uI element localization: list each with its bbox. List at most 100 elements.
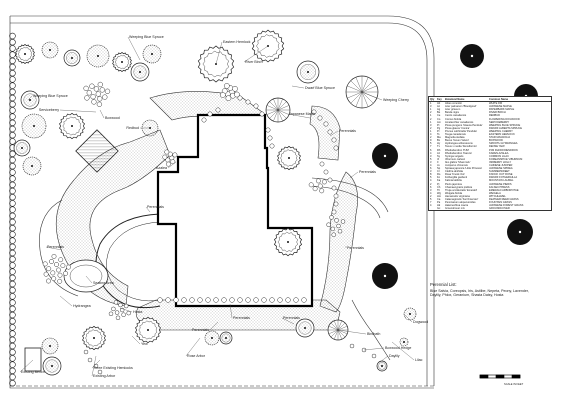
shrub-symbol [331, 137, 337, 143]
tree-branch [361, 85, 377, 93]
shrub-symbol [99, 87, 105, 93]
plan-label-boxwood: Boxwood [105, 116, 120, 120]
shrub-symbol [115, 315, 121, 321]
schedule-cell-qty: 9 [430, 139, 432, 143]
schedule-cell-qty: 4 [430, 191, 432, 195]
shrub-symbol [121, 312, 126, 317]
hedge-shrub [9, 107, 16, 114]
schedule-cell-key: Th [437, 188, 441, 192]
schedule-cell-key: Ac [437, 105, 441, 109]
schedule-cell-key: Bx [437, 139, 441, 143]
schedule-cell-key: Ch [437, 185, 441, 189]
schedule-cell-common: FOUNTAIN GRASS [489, 201, 512, 205]
schedule-cell-botanical: Syringa vulgaris [445, 154, 464, 158]
schedule-cell-key: Pg [437, 126, 441, 130]
hedge-shrub [9, 163, 16, 170]
schedule-cell-qty: 5 [430, 142, 432, 146]
shrub-symbol [172, 152, 178, 158]
shrub-symbol [167, 151, 173, 157]
scale-bar [479, 374, 521, 379]
schedule-cell-botanical: Magnolia stellata [445, 136, 465, 140]
hedge-shrub [9, 175, 16, 182]
shrub-symbol [349, 343, 355, 349]
shrub-symbol [165, 297, 171, 303]
schedule-cell-botanical: Betula nigra [445, 111, 459, 115]
schedule-cell-common: GROUNDCOVER [489, 207, 510, 211]
tree-branch [361, 77, 369, 93]
hedge-shrub [9, 113, 16, 120]
tree-symbol [142, 44, 162, 64]
house-footprint [156, 113, 314, 308]
hedge-shrub [9, 361, 16, 368]
schedule-cell-key: Hm [437, 194, 442, 198]
tree-canopy [114, 54, 129, 70]
hedge-shrub [9, 349, 16, 356]
schedule-cell-botanical: Groundcover mix [445, 207, 465, 211]
tree-symbol [130, 62, 150, 82]
schedule-cell-common: EMERALD ARBORVITAE [489, 188, 519, 192]
shrub-symbol [170, 159, 176, 165]
shrub-symbol [87, 357, 93, 363]
shrub-symbol [189, 297, 195, 303]
tree-trunk [29, 99, 31, 101]
leader-line [45, 246, 63, 251]
schedule-header-common: Common Name [489, 97, 509, 101]
schedule-cell-key: Ro [437, 173, 441, 177]
shrub-symbol [337, 228, 343, 234]
leader-line [127, 36, 141, 61]
shrub-symbol [319, 161, 325, 167]
hedge-shrub [9, 194, 16, 201]
hedge-shrub [9, 32, 16, 40]
shrub-symbol [114, 310, 120, 315]
schedule-cell-common: KNOCK OUT ROSE [489, 173, 513, 177]
shrub-symbol [229, 297, 235, 303]
shrub-symbol [111, 306, 116, 312]
schedule-cell-qty: 1 [430, 114, 432, 118]
plan-label-perennials_bottom: Perennials [233, 316, 250, 320]
tree-trunk [225, 337, 227, 339]
hedge-shrub [9, 380, 16, 387]
shrub-symbol [42, 261, 48, 267]
shrub-symbol [197, 297, 203, 303]
shrub-symbol [329, 215, 334, 220]
tree-trunk [24, 53, 26, 55]
schedule-cell-botanical: Cercis canadensis [445, 114, 467, 118]
tree-trunk [288, 157, 290, 159]
schedule-cell-common: PJM RHODODENDRON [489, 148, 518, 152]
schedule-cell-common: JAPANESE SPIREA [489, 167, 513, 171]
leader-line [391, 341, 415, 361]
schedule-cell-botanical: Abies concolor [445, 102, 463, 106]
tree-trunk [71, 125, 73, 127]
hedge-shrub [9, 262, 16, 269]
schedule-cell-qty [430, 207, 437, 210]
tree-symbol [112, 52, 132, 72]
shrub-symbol [269, 297, 275, 303]
shrub-symbol [336, 223, 341, 229]
schedule-cell-common: FLOWERING DOGWOOD [489, 117, 520, 121]
tree-canopy [17, 46, 32, 62]
schedule-cell-botanical: Rosa 'Knock Out' [445, 173, 465, 177]
tree-symbol [399, 337, 409, 347]
shrub-symbol [51, 276, 57, 282]
leader-line [167, 161, 177, 169]
tree-symbol [507, 219, 533, 245]
schedule-cell-common: JAPANESE MAPLE [489, 105, 512, 109]
schedule-cell-qty: 4 [430, 133, 432, 137]
tree-branch [269, 109, 279, 119]
schedule-cell-common: CHINESE JUNIPER [489, 163, 513, 167]
leader-line [243, 45, 269, 63]
tree-branch [347, 91, 363, 99]
tree-symbols [13, 29, 538, 376]
schedule-cell-qty: 3 [430, 170, 432, 174]
schedule-cell-key: Ce [437, 114, 441, 118]
